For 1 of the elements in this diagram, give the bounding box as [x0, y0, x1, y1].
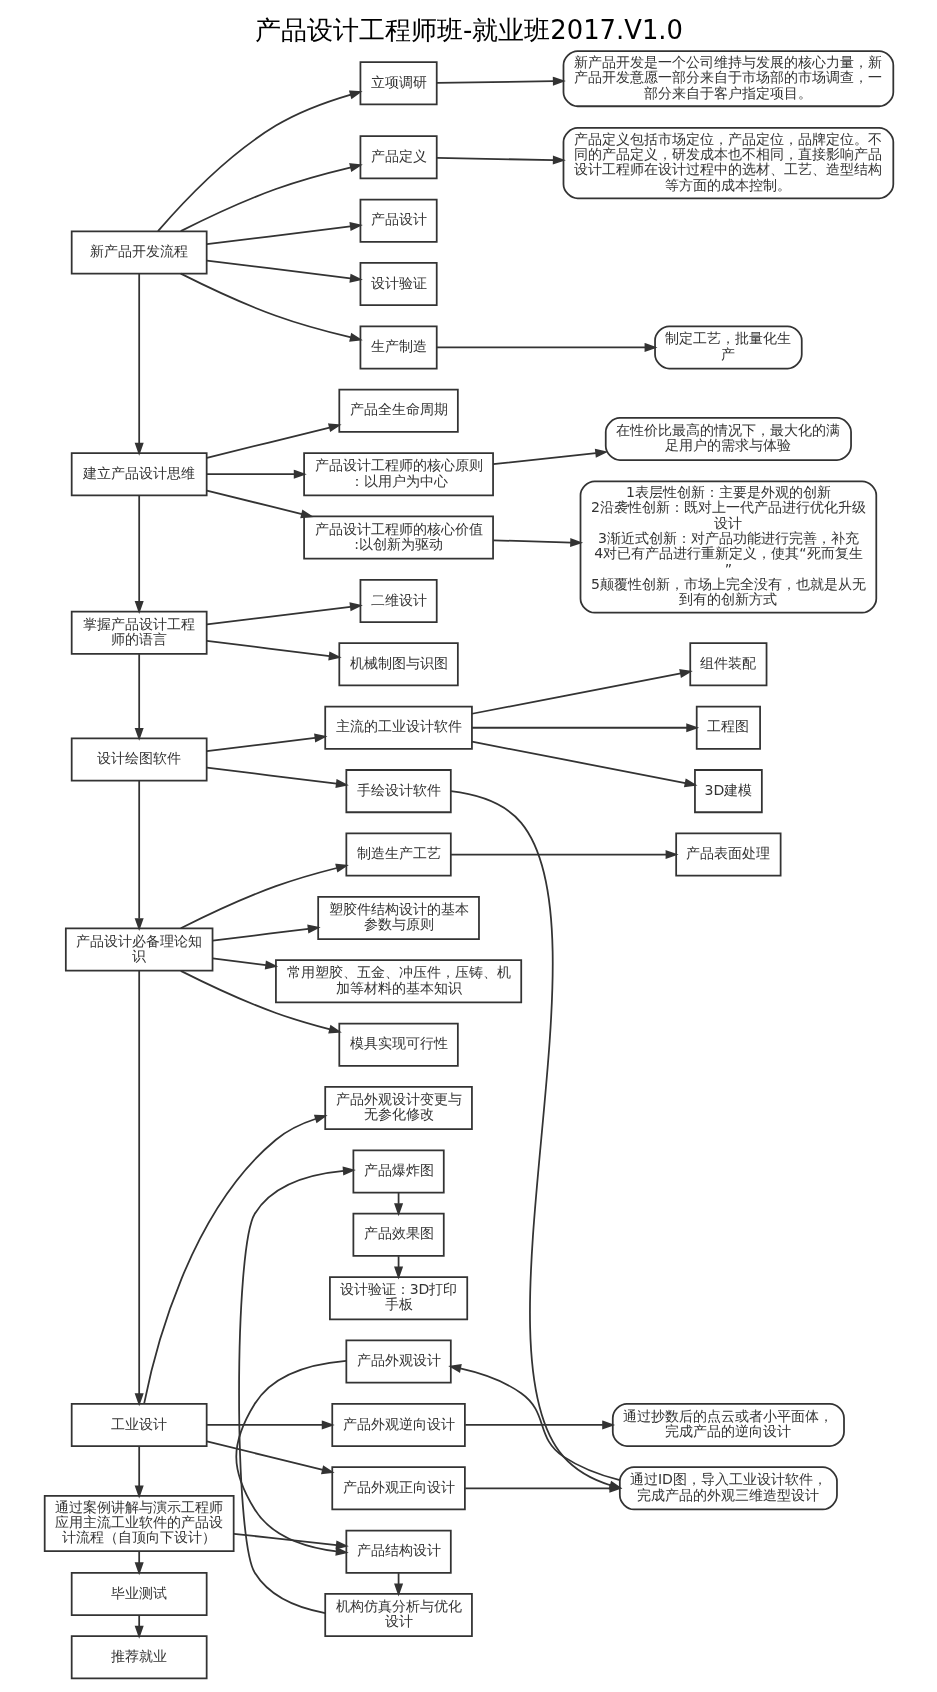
diagram-title: 产品设计工程师班-就业班2017.V1.0 [254, 14, 683, 45]
